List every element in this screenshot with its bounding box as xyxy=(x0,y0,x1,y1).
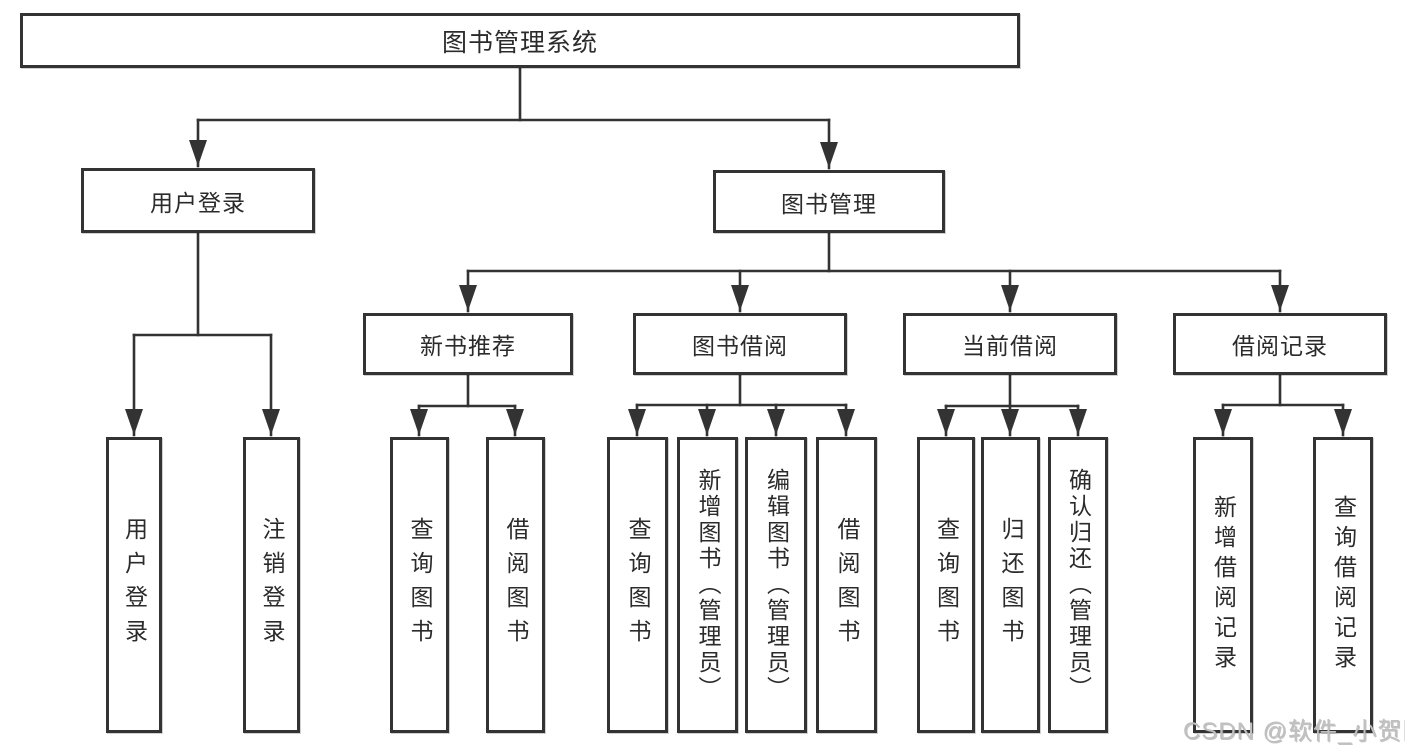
node-query-books-recommend: 查询图书 xyxy=(390,437,449,733)
csdn-watermark: CSDN @软件_小贺同学 xyxy=(1183,718,1405,745)
node-add-borrow-record: 新增借阅记录 xyxy=(1193,437,1253,733)
node-user-login: 用户登录 xyxy=(81,168,315,233)
node-confirm-return-admin: 确认归还（管理员） xyxy=(1048,437,1108,733)
node-book-management: 图书管理 xyxy=(713,170,945,233)
node-query-books-borrow: 查询图书 xyxy=(607,437,668,733)
node-borrow-books-leaf: 借阅图书 xyxy=(816,437,877,733)
node-new-book-recommend: 新书推荐 xyxy=(363,313,573,375)
node-borrow-records: 借阅记录 xyxy=(1173,313,1387,375)
node-query-books-current: 查询图书 xyxy=(917,437,975,733)
node-borrow-books-recommend: 借阅图书 xyxy=(486,437,545,733)
node-return-books: 归还图书 xyxy=(981,437,1040,733)
node-user-login-leaf: 用户登录 xyxy=(106,437,162,733)
node-edit-books-admin: 编辑图书（管理员） xyxy=(745,437,807,733)
node-book-borrow: 图书借阅 xyxy=(633,313,847,375)
node-library-system: 图书管理系统 xyxy=(20,13,1020,68)
node-query-borrow-record: 查询借阅记录 xyxy=(1313,437,1373,733)
node-logout-leaf: 注销登录 xyxy=(243,437,300,733)
node-current-borrow: 当前借阅 xyxy=(903,313,1117,375)
node-add-books-admin: 新增图书（管理员） xyxy=(677,437,738,733)
